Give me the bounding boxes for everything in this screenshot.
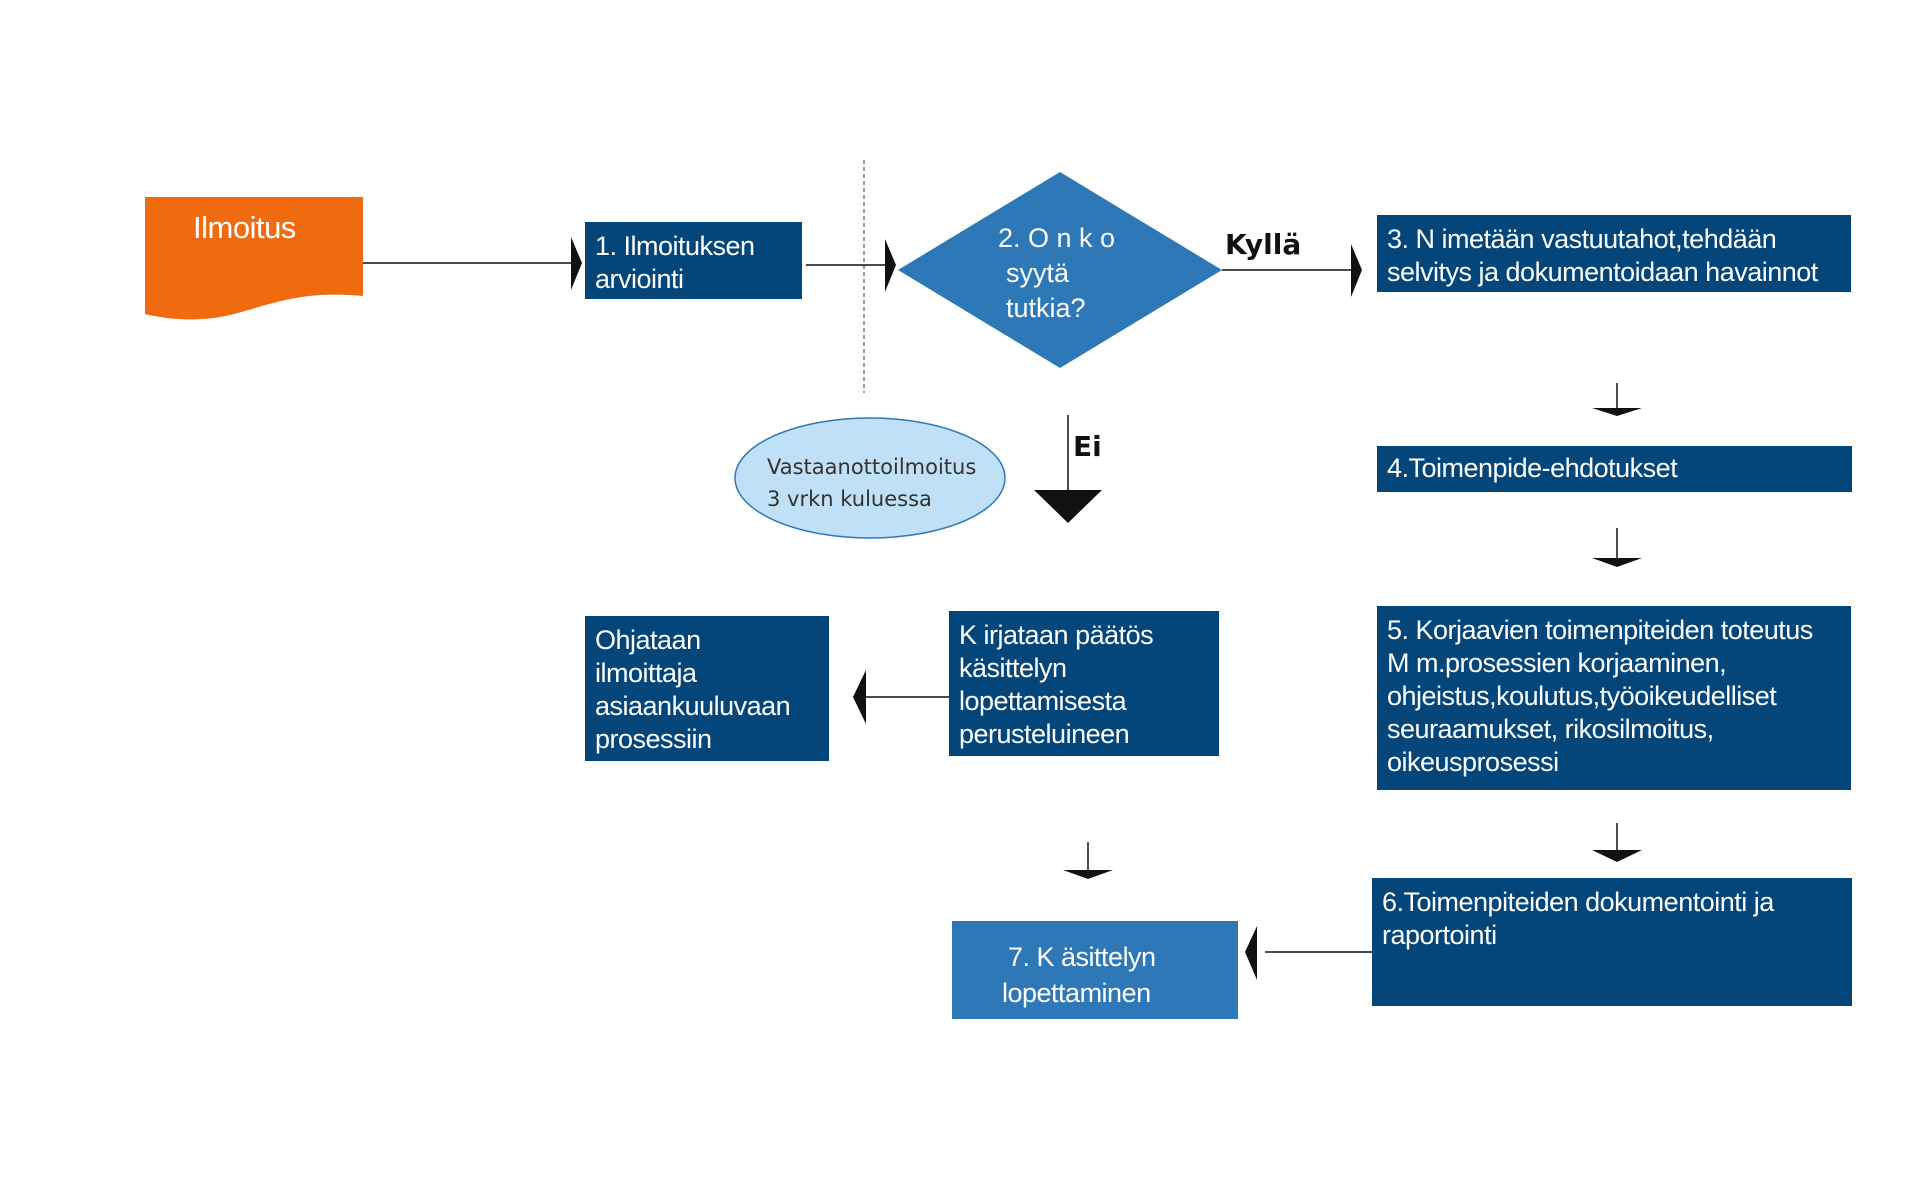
record-decision-box: K irjataan päätös käsittelyn lopettamise…: [949, 611, 1219, 756]
step4-box: 4.Toimenpide-ehdotukset: [1377, 446, 1852, 492]
step5-line-1: 5. Korjaavien toimenpiteiden toteutus: [1387, 615, 1813, 645]
arrowhead-step4: [1592, 408, 1642, 416]
arrowhead-decision: [885, 239, 896, 292]
step1-line-1: 1. Ilmoituksen: [595, 231, 755, 261]
step5-box: 5. Korjaavien toimenpiteiden toteutus M …: [1377, 606, 1851, 790]
step1-line-2: arviointi: [595, 264, 684, 294]
step6-box: 6.Toimenpiteiden dokumentointi ja raport…: [1372, 878, 1852, 1006]
acknowledgement-text: Vastaanottoilmoitus 3 vrkn kuluessa: [767, 451, 976, 515]
decision-diamond: [898, 172, 1222, 368]
yes-label: Kyllä: [1225, 228, 1302, 261]
redirect-line-2: ilmoittaja: [595, 658, 697, 688]
step5-line-3: ohjeistus,koulutus,työoikeudelliset: [1387, 681, 1777, 711]
redirect-line-4: prosessiin: [595, 724, 712, 754]
step7-line-1: 7. K äsittelyn: [1008, 942, 1156, 972]
step4-line-1: 4.Toimenpide-ehdotukset: [1387, 453, 1678, 483]
step5-line-5: oikeusprosessi: [1387, 747, 1559, 777]
acknowledgement-line-1: Vastaanottoilmoitus: [767, 455, 977, 479]
step1-box: 1. Ilmoituksen arviointi: [585, 222, 802, 299]
step6-line-2: raportointi: [1382, 920, 1497, 950]
arrowhead-record-step7: [1063, 870, 1113, 879]
record-decision-line-4: perusteluineen: [959, 719, 1130, 749]
arrowhead-step6: [1592, 850, 1642, 862]
arrowhead-step5: [1592, 558, 1642, 567]
step3-line-1: 3. N imetään vastuutahot,tehdään: [1387, 224, 1777, 254]
step7-line-2: lopettaminen: [1002, 978, 1151, 1008]
step6-line-1: 6.Toimenpiteiden dokumentointi ja: [1382, 887, 1774, 917]
step3-line-2: selvitys ja dokumentoidaan havainnot: [1387, 257, 1818, 287]
record-decision-line-2: käsittelyn: [959, 653, 1067, 683]
redirect-line-3: asiaankuuluvaan: [595, 691, 791, 721]
step7-box: 7. K äsittelyn lopettaminen: [952, 921, 1238, 1019]
acknowledgement-line-2: 3 vrkn kuluessa: [767, 487, 932, 511]
step3-box: 3. N imetään vastuutahot,tehdään selvity…: [1377, 215, 1851, 292]
record-decision-line-1: K irjataan päätös: [959, 620, 1154, 650]
decision-line-3: tutkia?: [1006, 293, 1086, 323]
redirect-line-1: Ohjataan: [595, 625, 701, 655]
acknowledgement-ellipse: [734, 417, 1006, 539]
arrowhead-no: [1034, 490, 1102, 523]
redirect-box: Ohjataan ilmoittaja asiaankuuluvaan pros…: [585, 616, 829, 761]
start-label: Ilmoitus: [193, 210, 296, 245]
decision-text: 2. O n k o syytä tutkia?: [998, 221, 1115, 326]
arrowhead-step3: [1351, 244, 1362, 297]
arrowhead-redirect: [853, 670, 866, 724]
no-label: Ei: [1073, 430, 1102, 463]
arrowhead-step1: [571, 237, 582, 290]
step5-line-4: seuraamukset, rikosilmoitus,: [1387, 714, 1714, 744]
start-document-shape: [145, 197, 363, 320]
arrowhead-step7: [1245, 926, 1257, 980]
step5-line-2: M m.prosessien korjaaminen,: [1387, 648, 1727, 678]
decision-line-1: 2. O n k o: [998, 223, 1116, 253]
decision-line-2: syytä: [1006, 258, 1070, 288]
record-decision-line-3: lopettamisesta: [959, 686, 1127, 716]
